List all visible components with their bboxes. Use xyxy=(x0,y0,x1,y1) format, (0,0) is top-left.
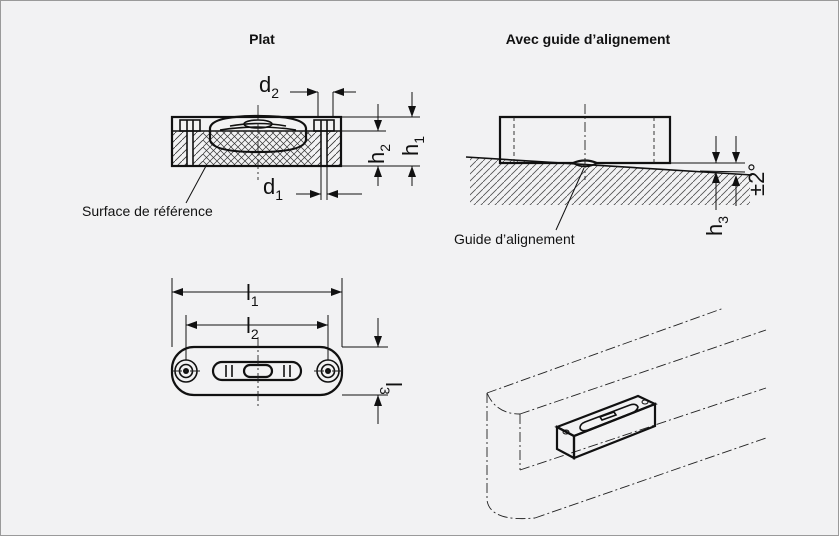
dimension-h1: h1 xyxy=(341,92,427,186)
alignment-guide-callout: Guide d’alignement xyxy=(454,167,585,247)
dimension-d1: d1 xyxy=(263,166,362,203)
label-d1: d1 xyxy=(263,174,283,203)
label-h3: h3 xyxy=(702,216,731,236)
reference-surface-callout: Surface de référence xyxy=(82,165,213,219)
guide-section-view xyxy=(465,104,753,205)
dimension-h2: h2 xyxy=(341,104,420,186)
dimension-d2: d2 xyxy=(259,72,356,117)
isometric-view xyxy=(486,307,767,520)
label-h1: h1 xyxy=(398,136,427,156)
dimension-l2: l2 xyxy=(185,313,329,360)
dimension-h3: h3 xyxy=(670,136,746,236)
title-flat: Plat xyxy=(249,31,275,47)
label-d2: d2 xyxy=(259,72,279,101)
dimension-l3: l3 xyxy=(342,318,406,424)
flat-section-view xyxy=(170,105,343,180)
label-angle: ±2° xyxy=(744,163,769,196)
label-l3: l3 xyxy=(377,382,406,395)
label-alignment-guide: Guide d’alignement xyxy=(454,231,575,247)
label-l2: l2 xyxy=(246,313,259,342)
label-h2: h2 xyxy=(364,144,393,164)
angle-dimension: ±2° xyxy=(732,136,769,206)
label-l1: l1 xyxy=(246,280,259,309)
title-with-alignment-guide: Avec guide d’alignement xyxy=(506,31,671,47)
dimension-l1: l1 xyxy=(171,278,343,347)
label-reference-surface: Surface de référence xyxy=(82,203,213,219)
top-view xyxy=(170,337,344,406)
